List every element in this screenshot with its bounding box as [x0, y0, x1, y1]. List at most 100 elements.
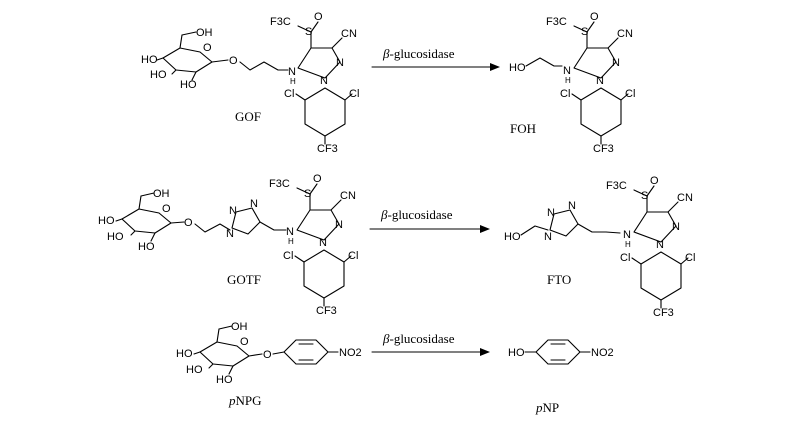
ring-n-label-2: N [320, 75, 328, 87]
ring-n-foh-1: N [612, 57, 620, 69]
reaction-row-3: HO HO HO OH O O NO2 pNPG β-glucosidase H… [176, 321, 614, 415]
ho-pnpg-1: HO [176, 348, 193, 360]
enzyme-label-3: β-glucosidase [382, 331, 455, 346]
cf3-para-label: CF3 [317, 143, 338, 155]
ho-label-1: HO [141, 54, 158, 66]
cf3-label: F3C [270, 16, 291, 28]
ho-label-2: HO [150, 69, 167, 81]
pyrazole-core-gof: F3C S O CN N N [270, 11, 357, 87]
oh-gotf: OH [153, 188, 170, 200]
ho-gotf-3: HO [138, 241, 155, 253]
amine-n-label: N [288, 66, 296, 78]
chloro-fto-1: Cl [620, 252, 630, 264]
nitro-pnp: NO2 [591, 347, 614, 359]
sulfinyl-o-label: O [314, 11, 323, 23]
pyrazole-core-gotf: F3C S O CN N N Cl Cl CF3 [269, 173, 358, 317]
cf3-para-fto: CF3 [653, 307, 674, 319]
amine-h-fto: H [625, 240, 631, 249]
ring-n-fto-1: N [672, 221, 680, 233]
ring-n-foh-2: N [596, 75, 604, 87]
sulfinyl-s-label: S [305, 26, 312, 38]
triazole-n-1: N [229, 205, 237, 217]
glucose-ring-gof: HO HO HO OH O [141, 27, 229, 91]
triazole-n-2: N [250, 198, 258, 210]
amine-h-gotf: H [288, 237, 294, 246]
cf3-gotf: F3C [269, 178, 290, 190]
cf3-label-foh: F3C [546, 16, 567, 28]
ho-gotf-2: HO [107, 231, 124, 243]
chloro-label-1: Cl [284, 88, 294, 100]
reaction-arrow-2: β-glucosidase [369, 207, 490, 233]
cf3-para-foh: CF3 [593, 143, 614, 155]
cyano-label-foh: CN [617, 28, 633, 40]
amine-n-fto: N [623, 229, 631, 241]
chloro-gotf-1: Cl [283, 250, 293, 262]
cf3-para-gotf: CF3 [316, 305, 337, 317]
ring-o-gotf: O [162, 203, 171, 215]
sulfinyl-s-foh: S [581, 26, 588, 38]
ring-n-fto-2: N [656, 239, 664, 251]
substrate-name-pnpg: pNPG [228, 393, 262, 408]
cf3-fto: F3C [606, 180, 627, 192]
glucose-ring-gotf: HO HO HO OH O [98, 188, 185, 253]
reaction-arrow-1: β-glucosidase [371, 46, 500, 71]
sulfinyl-o-fto: O [650, 175, 659, 187]
triazole-n-fto-2: N [568, 200, 576, 212]
ho-gotf-1: HO [98, 215, 115, 227]
chloro-foh-2: Cl [625, 88, 635, 100]
dichlorophenyl-gof: Cl Cl CF3 [284, 87, 359, 155]
sulfinyl-s-gotf: S [304, 188, 311, 200]
ho-pnpg-2: HO [186, 364, 203, 376]
enzyme-label-1: β-glucosidase [382, 46, 455, 61]
chloro-gotf-2: Cl [348, 250, 358, 262]
ring-n-label-1: N [336, 57, 344, 69]
glycosidic-o-pnpg: O [263, 349, 272, 361]
cyano-label: CN [341, 28, 357, 40]
triazole-n-fto-3: N [544, 231, 552, 243]
triazole-n-fto-1: N [547, 207, 555, 219]
hydroxyl-label: HO [509, 62, 526, 74]
product-pnp: HO NO2 [508, 339, 614, 365]
chloro-label-2: Cl [349, 88, 359, 100]
ethoxy-linker-gof: O N H [229, 55, 296, 86]
ring-o-pnpg: O [240, 336, 249, 348]
glycosidic-o-label: O [229, 55, 238, 67]
enzyme-label-2: β-glucosidase [380, 207, 453, 222]
reaction-arrow-3: β-glucosidase [371, 331, 490, 356]
sulfinyl-o-foh: O [590, 11, 599, 23]
oh-pnpg: OH [231, 321, 248, 333]
product-name-fto: FTO [547, 272, 571, 287]
substrate-name-gotf: GOTF [227, 272, 261, 287]
product-name-foh: FOH [510, 121, 536, 136]
substrate-name-gof: GOF [235, 109, 261, 124]
ho-label-3: HO [180, 79, 197, 91]
oh-label-1: OH [196, 27, 213, 39]
ring-n-gotf-2: N [319, 237, 327, 249]
reaction-row-1: HO HO HO OH O O N H F3C S O CN N N [141, 11, 635, 155]
amine-n-label-foh: N [563, 65, 571, 77]
sulfinyl-o-gotf: O [313, 173, 322, 185]
sulfinyl-s-fto: S [641, 190, 648, 202]
cyano-gotf: CN [340, 190, 356, 202]
product-fto: HO N N N N H F3C S O CN N N Cl [504, 175, 695, 319]
chloro-foh-1: Cl [560, 88, 570, 100]
triazole-n-3: N [226, 228, 234, 240]
glycosidic-o-gotf: O [184, 217, 193, 229]
product-name-pnp: pNP [535, 400, 559, 415]
chloro-fto-2: Cl [685, 252, 695, 264]
amine-h-label: H [290, 77, 296, 86]
reaction-row-2: HO HO HO OH O O N N N N H F3C S O CN [98, 173, 695, 319]
triazole-linker-gotf: O N N N N H [184, 198, 294, 246]
cyano-fto: CN [677, 192, 693, 204]
product-foh: HO N H F3C S O CN N N Cl Cl CF3 [509, 11, 635, 155]
nitro-pnpg: NO2 [339, 347, 362, 359]
ho-fto: HO [504, 231, 521, 243]
amine-n-gotf: N [286, 226, 294, 238]
ring-o-label: O [203, 42, 212, 54]
ho-pnp: HO [508, 347, 525, 359]
amine-h-label-foh: H [565, 76, 571, 85]
glucose-ring-pnpg: HO HO HO OH O O NO2 [176, 321, 362, 386]
ho-pnpg-3: HO [216, 374, 233, 386]
ring-n-gotf-1: N [335, 219, 343, 231]
